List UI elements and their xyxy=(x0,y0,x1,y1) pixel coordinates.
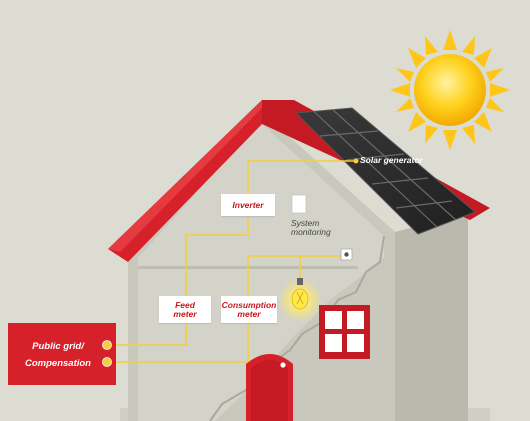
socket-holes xyxy=(344,252,349,257)
consumption-meter-line2: meter xyxy=(237,308,261,319)
feed-meter-line1: Feed xyxy=(175,299,195,310)
light-bulb xyxy=(278,278,322,322)
public-grid-panel xyxy=(8,323,116,385)
house-cutaway-interior xyxy=(138,122,384,421)
roof-left-slope xyxy=(108,100,294,262)
public-grid-line2: Compensation xyxy=(25,358,91,369)
grid-connector-top xyxy=(102,340,112,350)
inverter-box: Inverter xyxy=(221,194,275,216)
sun xyxy=(390,30,510,150)
solar-panel-grid xyxy=(313,109,457,228)
system-monitoring-line2: monitoring xyxy=(291,227,331,238)
house-door xyxy=(246,354,293,421)
system-monitoring-label: System monitoring xyxy=(291,218,331,238)
public-grid-line1: Public grid/ xyxy=(32,341,84,352)
solar-generator-label: Solar generator xyxy=(360,155,423,165)
consumption-meter-line1: Consumption xyxy=(221,299,277,310)
system-monitoring-line1: System xyxy=(291,218,320,228)
cutaway-edge xyxy=(209,235,385,421)
grid-connector-bottom xyxy=(102,357,112,367)
system-monitoring-device xyxy=(291,194,307,214)
roof-edge-highlight xyxy=(108,100,262,252)
feed-meter-box: Feed meter xyxy=(159,296,211,323)
inverter-label: Inverter xyxy=(232,199,264,210)
house-window xyxy=(319,305,370,359)
solar-connection-dot xyxy=(353,158,359,164)
wiring xyxy=(112,160,356,363)
feed-meter-line2: meter xyxy=(173,308,197,319)
house-side-wall xyxy=(395,213,468,421)
consumption-meter-box: Consumption meter xyxy=(221,296,277,323)
public-grid-label: Public grid/ Compensation xyxy=(14,338,102,372)
